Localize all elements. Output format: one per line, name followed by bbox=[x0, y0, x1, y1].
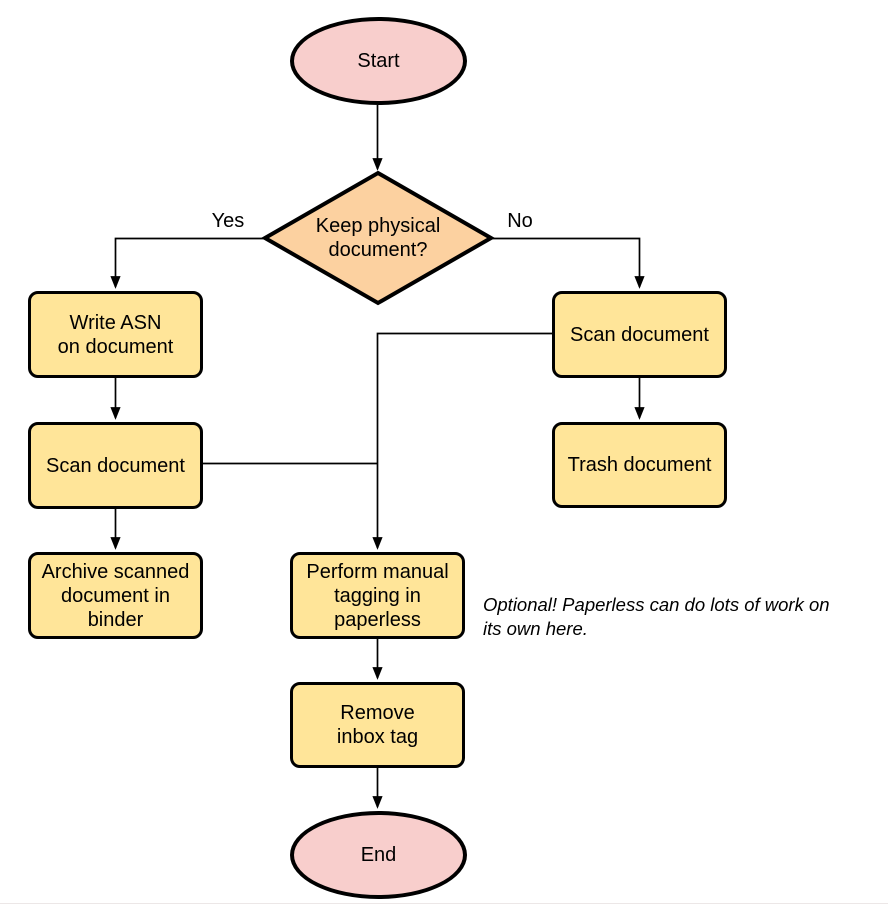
node-trash-document: Trash document bbox=[552, 422, 727, 508]
node-remove-inbox-tag: Remove inbox tag bbox=[290, 682, 465, 768]
edge-label-yes: Yes bbox=[211, 210, 245, 232]
node-scan-left-label: Scan document bbox=[46, 454, 185, 477]
node-trash-label: Trash document bbox=[567, 454, 712, 476]
node-scan-right-label: Scan document bbox=[570, 323, 709, 346]
node-decision-keep-physical-document: Keep physical document? bbox=[278, 205, 478, 271]
node-archive-scanned-document: Archive scanned document in binder bbox=[28, 552, 203, 639]
page-bottom-divider bbox=[0, 903, 888, 904]
note-optional-paperless: Optional! Paperless can do lots of work … bbox=[483, 594, 830, 639]
node-tagging-label: Perform manual tagging in paperless bbox=[306, 560, 449, 631]
node-scan-document-left: Scan document bbox=[28, 422, 203, 509]
edge-label-no: No bbox=[507, 210, 533, 232]
node-start: Start bbox=[290, 17, 467, 105]
node-start-label: Start bbox=[357, 50, 400, 72]
decision-diamond-shape bbox=[260, 170, 496, 306]
edge-scan-right-to-tagging bbox=[372, 332, 552, 550]
edge-decision-no-to-scan-right bbox=[491, 237, 645, 289]
node-write-asn-on-document: Write ASN on document bbox=[28, 291, 203, 378]
node-perform-manual-tagging: Perform manual tagging in paperless bbox=[290, 552, 465, 639]
node-scan-document-right: Scan document bbox=[552, 291, 727, 378]
node-end-label: End bbox=[360, 844, 397, 866]
node-decision-label: Keep physical document? bbox=[315, 215, 441, 261]
node-remove-label: Remove inbox tag bbox=[336, 702, 419, 748]
node-end: End bbox=[290, 811, 467, 899]
node-write-asn-label: Write ASN on document bbox=[57, 311, 174, 358]
node-archive-label: Archive scanned document in binder bbox=[41, 560, 190, 631]
edge-decision-yes-to-write-asn bbox=[110, 237, 265, 289]
